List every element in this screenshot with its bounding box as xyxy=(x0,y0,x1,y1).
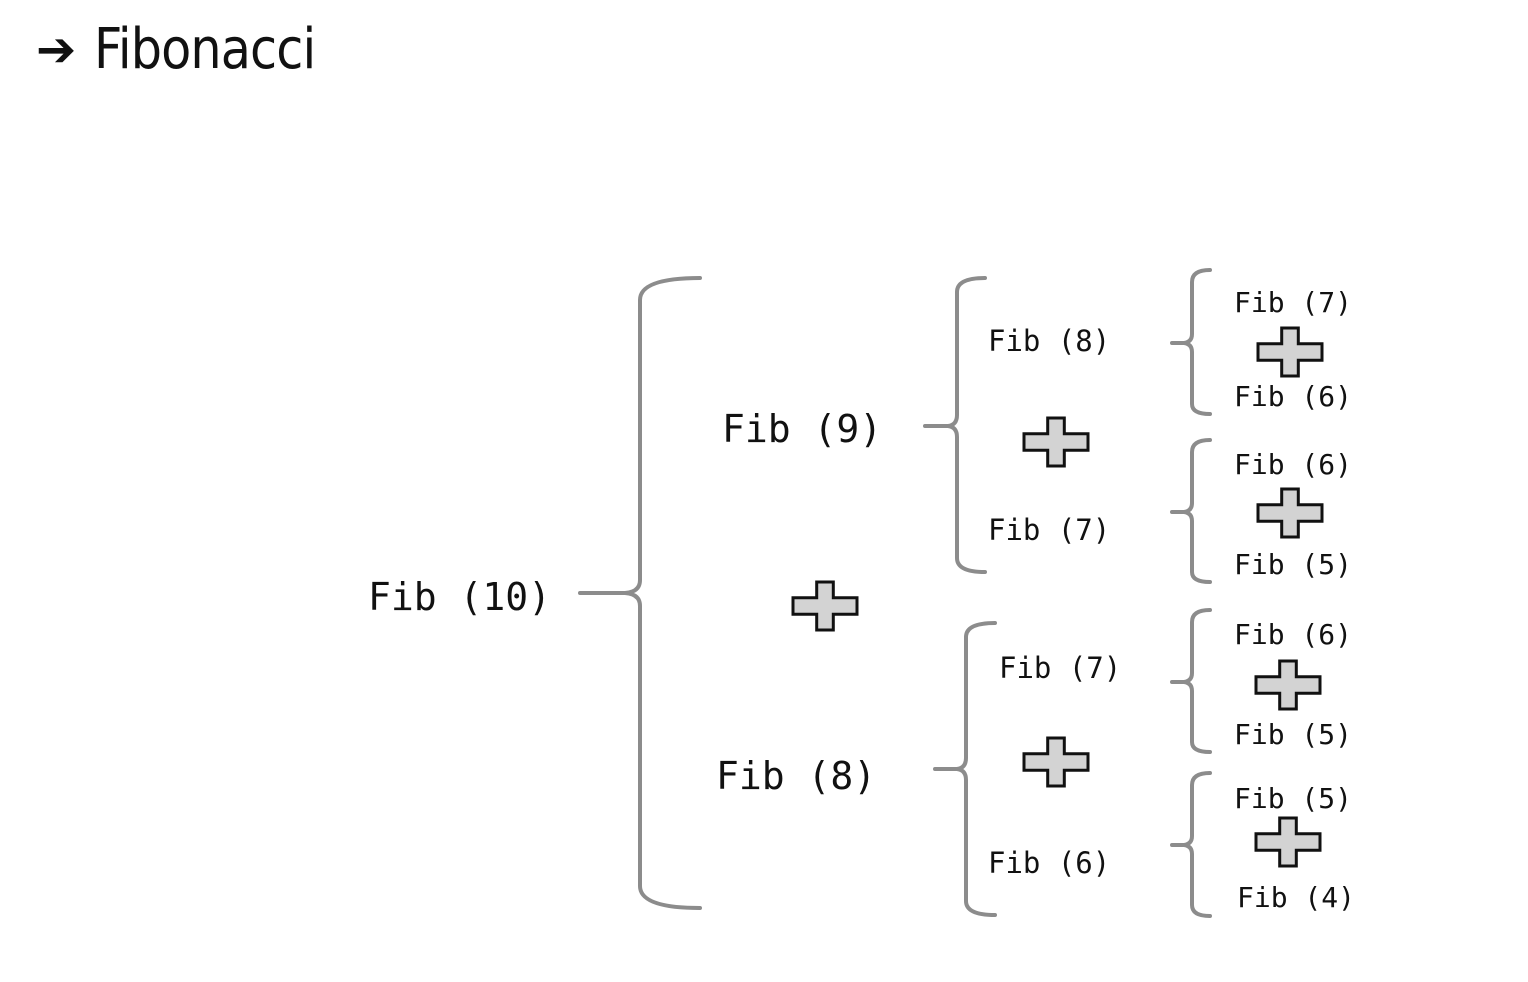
node-l2-3: Fib (6) xyxy=(988,846,1110,880)
plus-icon-root xyxy=(791,580,859,632)
node-l3-3: Fib (5) xyxy=(1234,548,1352,581)
brace-root xyxy=(578,276,702,910)
plus-icon-fib8 xyxy=(1022,736,1090,788)
node-fib10: Fib (10) xyxy=(368,575,551,619)
brace-fib7-b xyxy=(1170,608,1212,754)
plus-icon-fib9 xyxy=(1022,416,1090,468)
node-l2-0: Fib (8) xyxy=(988,324,1110,358)
node-l3-0: Fib (7) xyxy=(1234,286,1352,319)
brace-fib9 xyxy=(923,276,987,574)
node-l2-1: Fib (7) xyxy=(988,513,1110,547)
node-l2-2: Fib (7) xyxy=(999,651,1121,685)
brace-fib6-a xyxy=(1170,771,1212,918)
page-title: ➔ Fibonacci xyxy=(36,10,346,90)
brace-fib8 xyxy=(933,621,997,917)
plus-icon-fib7-a xyxy=(1256,487,1324,539)
node-l3-7: Fib (4) xyxy=(1237,881,1355,914)
plus-icon-fib6-a xyxy=(1254,816,1322,868)
node-l3-1: Fib (6) xyxy=(1234,380,1352,413)
node-fib9: Fib (9) xyxy=(722,407,882,451)
brace-fib8-a xyxy=(1170,268,1212,416)
node-l3-5: Fib (5) xyxy=(1234,718,1352,751)
node-l3-6: Fib (5) xyxy=(1234,782,1352,815)
plus-icon-fib7-b xyxy=(1254,659,1322,711)
node-l3-4: Fib (6) xyxy=(1234,618,1352,651)
plus-icon-fib8-a xyxy=(1256,326,1324,378)
node-fib8: Fib (8) xyxy=(716,754,876,798)
right-arrow-icon: ➔ xyxy=(36,22,77,78)
node-l3-2: Fib (6) xyxy=(1234,448,1352,481)
brace-fib7-a xyxy=(1170,438,1212,584)
title-text: Fibonacci xyxy=(94,17,316,82)
